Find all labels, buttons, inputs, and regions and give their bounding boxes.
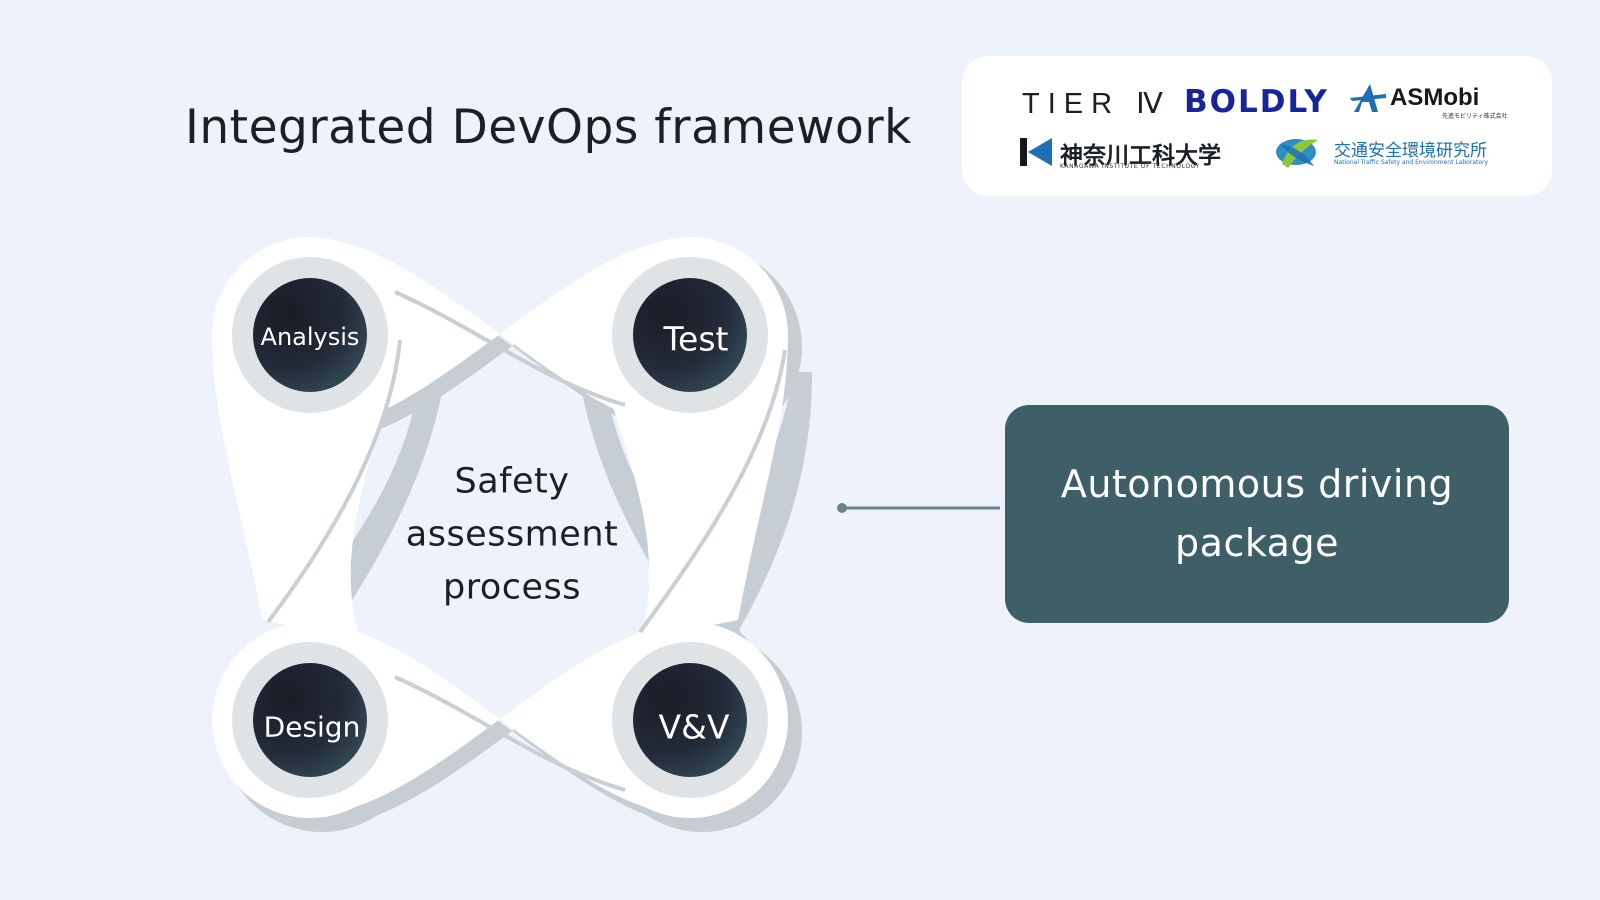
asmobi-subtitle: 先進モビリティ株式会社 [1442,113,1508,120]
asmobi-logo: ASMobi 先進モビリティ株式会社 [1350,82,1520,120]
kait-name: 神奈川工科大学 [1060,143,1221,169]
ntsel-subtitle: National Traffic Safety and Environment … [1334,159,1489,166]
ntsel-mark-icon [1276,139,1318,168]
package-label: Autonomous driving package [1060,462,1454,565]
tier4-logo: TIER Ⅳ [1022,88,1171,120]
boldly-logo: BOLDLY [1184,84,1329,120]
node-label-vv: V&V [658,707,730,747]
devops-cycle-diagram [212,237,1000,832]
center-line-3: process [443,567,581,608]
kait-logo: 神奈川工科大学 KANAGAWA INSTITUTE OF TECHNOLOGY [1020,136,1221,172]
center-line-1: Safety [454,461,570,502]
kait-mark-icon [1020,138,1052,166]
connector-line [837,503,1000,513]
kait-subtitle: KANAGAWA INSTITUTE OF TECHNOLOGY [1060,163,1200,170]
ntsel-logo: 交通安全環境研究所 National Traffic Safety and En… [1274,132,1504,172]
autonomous-driving-package-box: Autonomous driving package [1005,405,1509,623]
ntsel-name: 交通安全環境研究所 [1334,141,1487,161]
partner-logos-panel: TIER Ⅳ BOLDLY ASMobi 先進モビリティ株式会社 神奈川工科大学… [962,56,1552,196]
node-design [232,642,388,798]
node-label-analysis: Analysis [260,323,360,351]
node-vv [612,642,768,798]
asmobi-name: ASMobi [1390,84,1480,111]
center-line-2: assessment [405,514,619,555]
node-label-design: Design [263,710,361,744]
node-test [612,257,768,413]
node-label-test: Test [663,319,729,359]
page-title: Integrated DevOps framework [185,100,912,155]
cycle-center-label: Safety assessment process [406,456,618,615]
asmobi-mark-icon [1350,84,1386,112]
node-analysis [232,257,388,413]
